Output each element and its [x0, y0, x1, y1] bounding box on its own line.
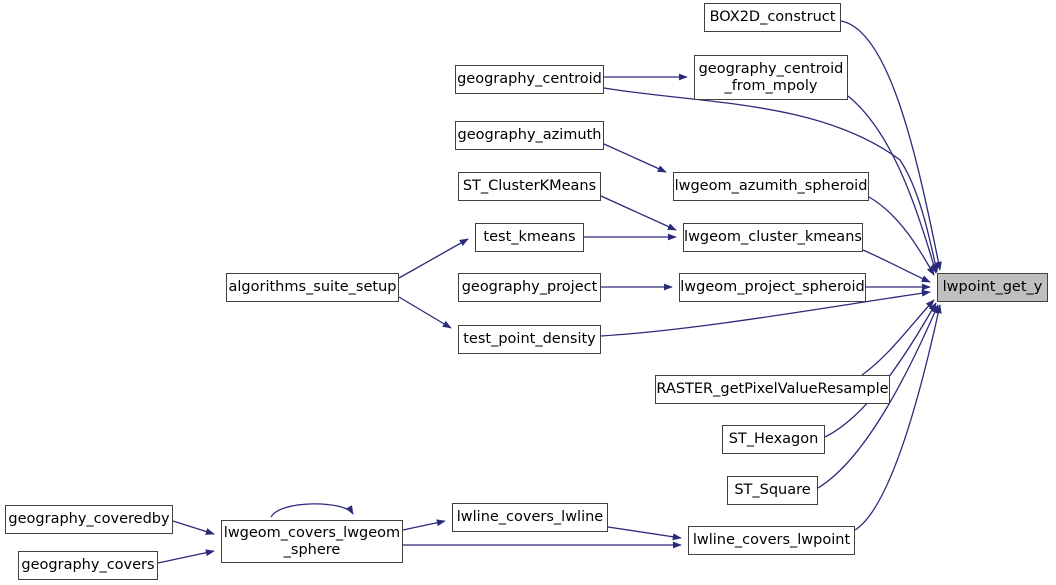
graph-node-st_hexagon[interactable]: ST_Hexagon — [722, 425, 825, 454]
call-edge — [603, 87, 939, 273]
call-edge — [607, 526, 682, 541]
call-edge — [847, 95, 938, 274]
graph-node-box2d_construct[interactable]: BOX2D_construct — [704, 3, 841, 32]
graph-node-geography_centroid[interactable]: geography_centroid — [455, 65, 604, 94]
graph-node-raster_getpixelvalueresample[interactable]: RASTER_getPixelValueResample — [655, 375, 890, 404]
call-edge — [402, 519, 446, 531]
graph-node-test_kmeans[interactable]: test_kmeans — [475, 223, 584, 252]
graph-node-lwgeom_project_spheroid[interactable]: lwgeom_project_spheroid — [679, 273, 866, 302]
call-edge — [854, 304, 942, 531]
call-edge — [600, 289, 931, 337]
call-edge — [861, 299, 935, 376]
call-edge — [398, 296, 452, 329]
graph-node-lwgeom_covers_lwgeom_sphere[interactable]: lwgeom_covers_lwgeom _sphere — [221, 520, 403, 563]
graph-node-lwpoint_get_y[interactable]: lwpoint_get_y — [937, 273, 1048, 302]
graph-node-algorithms_suite_setup[interactable]: algorithms_suite_setup — [226, 273, 399, 302]
call-edge — [398, 238, 469, 279]
graph-node-geography_centroid_from_mpoly[interactable]: geography_centroid _from_mpoly — [694, 55, 848, 100]
call-edge — [600, 195, 677, 231]
call-edge — [817, 304, 939, 489]
graph-node-test_point_density[interactable]: test_point_density — [458, 325, 601, 354]
call-edge — [270, 503, 354, 518]
call-edge — [862, 249, 931, 283]
call-edge — [840, 20, 942, 271]
call-edge — [868, 196, 935, 276]
call-edge — [172, 520, 215, 535]
graph-node-st_clusterkmeans[interactable]: ST_ClusterKMeans — [458, 172, 601, 201]
graph-node-lwgeom_cluster_kmeans[interactable]: lwgeom_cluster_kmeans — [683, 223, 863, 252]
graph-node-geography_azimuth[interactable]: geography_azimuth — [455, 121, 604, 150]
call-edge — [157, 549, 215, 564]
graph-node-geography_covers[interactable]: geography_covers — [18, 551, 158, 580]
graph-node-st_square[interactable]: ST_Square — [727, 476, 818, 505]
graph-node-lwline_covers_lwpoint[interactable]: lwline_covers_lwpoint — [688, 526, 855, 555]
graph-node-lwline_covers_lwline[interactable]: lwline_covers_lwline — [452, 503, 608, 532]
graph-node-geography_coveredby[interactable]: geography_coveredby — [5, 505, 173, 534]
graph-node-geography_project[interactable]: geography_project — [458, 273, 601, 302]
call-edge — [603, 143, 667, 173]
graph-node-lwgeom_azumith_spheroid[interactable]: lwgeom_azumith_spheroid — [673, 172, 869, 201]
